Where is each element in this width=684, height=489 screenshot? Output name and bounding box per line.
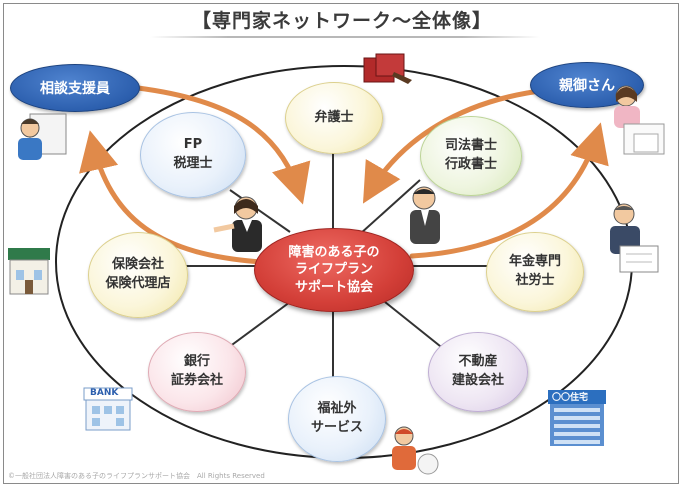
consultant-pill: 相談支援員 bbox=[10, 64, 140, 112]
office-building-icon: 〇〇住宅 bbox=[546, 388, 608, 448]
house-icon bbox=[8, 248, 50, 295]
title-underline bbox=[150, 36, 540, 38]
node-real-estate: 不動産 建設会社 bbox=[428, 332, 528, 412]
node-scrivener: 司法書士 行政書士 bbox=[420, 116, 522, 196]
parents-person-icon bbox=[614, 85, 665, 155]
node-insurance: 保険会社 保険代理店 bbox=[88, 232, 188, 318]
bank-sign: BANK bbox=[90, 388, 119, 398]
law-books-icon bbox=[363, 53, 412, 84]
bank-icon: BANK bbox=[82, 386, 134, 432]
caregiver-icon bbox=[392, 426, 439, 475]
node-bank: 銀行 証券会社 bbox=[148, 332, 246, 412]
node-fp: FP 税理士 bbox=[140, 112, 246, 198]
advisor-with-board-icon bbox=[610, 203, 659, 273]
center-label: 障害のある子の ライフプラン サポート協会 bbox=[288, 244, 380, 295]
node-pension: 年金専門 社労士 bbox=[486, 232, 584, 312]
parents-pill: 親御さん bbox=[530, 62, 644, 108]
housing-sign: 〇〇住宅 bbox=[552, 393, 589, 403]
businesswoman-icon bbox=[213, 196, 262, 252]
center-hub: 障害のある子の ライフプラン サポート協会 bbox=[254, 228, 414, 312]
consultant-label: 相談支援員 bbox=[40, 81, 110, 97]
copyright-footer: ©一般社団法人障害のある子のライフプランサポート協会 All Rights Re… bbox=[8, 472, 265, 480]
node-lawyer: 弁護士 bbox=[285, 82, 383, 154]
node-welfare: 福祉外 サービス bbox=[288, 376, 386, 462]
spoke-lines bbox=[180, 145, 490, 380]
businessman-icon bbox=[410, 186, 440, 244]
parents-label: 親御さん bbox=[559, 78, 615, 94]
page-title: 【専門家ネットワーク～全体像】 bbox=[191, 10, 492, 32]
consultant-person-icon bbox=[18, 113, 67, 160]
